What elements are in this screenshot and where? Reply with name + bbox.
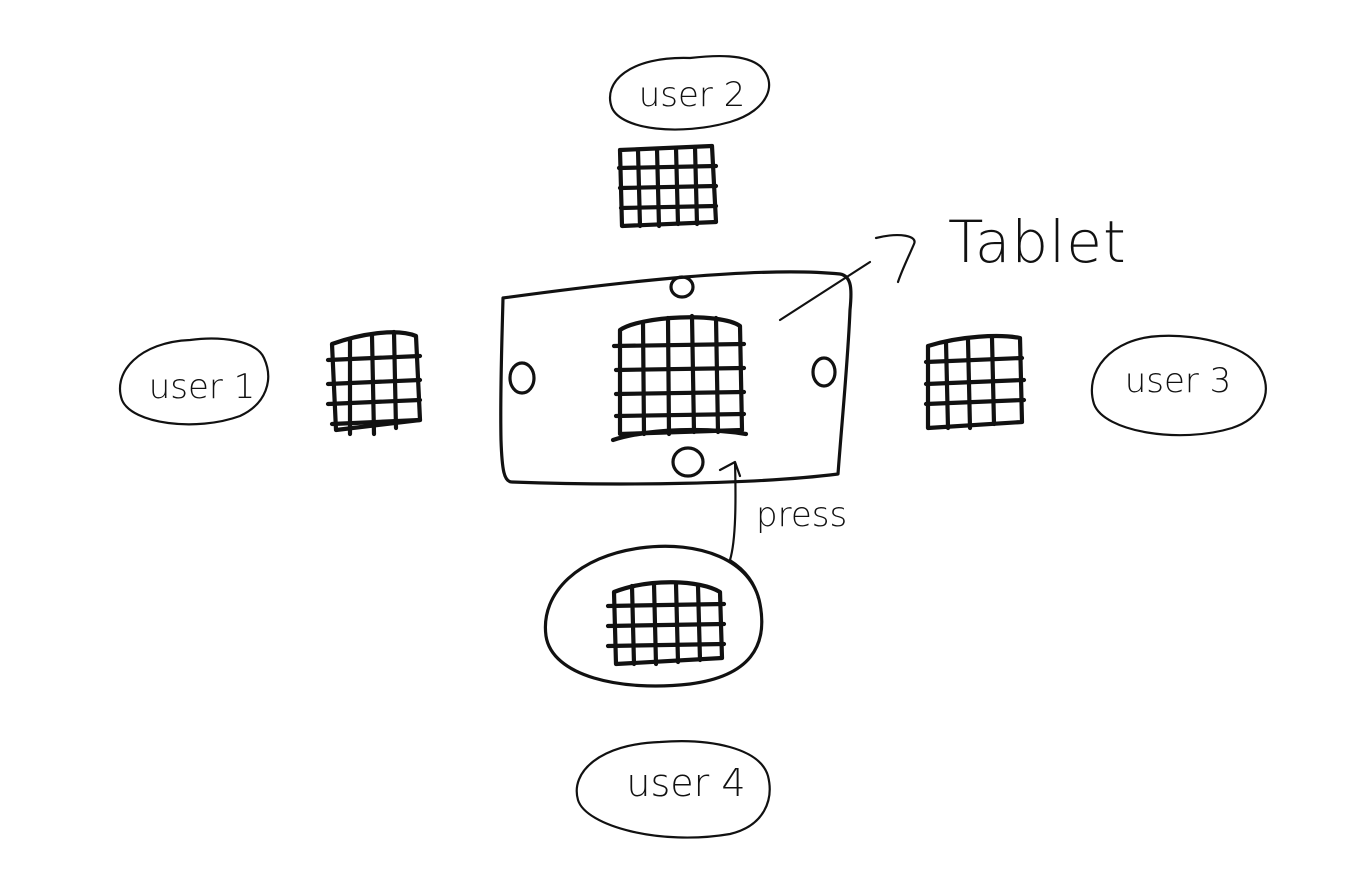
tablet-pointer-line	[778, 260, 872, 322]
user-4-oval	[575, 740, 771, 839]
user-4-node: user 4	[575, 740, 771, 839]
user-2-grid-card	[616, 143, 719, 229]
user-3-label: user 3	[1125, 361, 1232, 401]
tablet-center-grid	[610, 313, 749, 443]
tablet-device	[499, 270, 853, 486]
user-3-node: user 3	[1090, 334, 1267, 437]
press-annotation: press	[718, 460, 847, 600]
user-4-grid-group	[543, 544, 764, 688]
user-2-node: user 2	[609, 54, 771, 131]
user-1-grid-card	[325, 329, 423, 437]
tablet-button-right	[811, 356, 837, 388]
user-1-oval	[119, 337, 270, 426]
user-1-node: user 1	[119, 337, 270, 426]
user-2-label: user 2	[639, 75, 746, 115]
tablet-pointer-hook	[874, 234, 916, 284]
tablet-button-top	[669, 275, 695, 299]
user-3-oval	[1090, 334, 1267, 437]
tablet-button-bottom	[671, 446, 705, 478]
user-2-oval	[609, 54, 771, 131]
press-label: press	[756, 495, 847, 535]
user-4-label: user 4	[626, 761, 745, 805]
tablet-label: Tablet	[948, 208, 1127, 276]
user-4-grid-card	[605, 580, 727, 667]
user-3-grid-card	[923, 333, 1027, 431]
tablet-annotation: Tablet	[778, 208, 1127, 322]
tablet-frame	[499, 270, 853, 486]
user-1-label: user 1	[149, 367, 256, 407]
user-4-grid-circle	[543, 544, 764, 688]
press-arrow-tail	[728, 558, 760, 600]
tablet-button-left	[508, 361, 536, 395]
press-arrow	[718, 460, 742, 562]
